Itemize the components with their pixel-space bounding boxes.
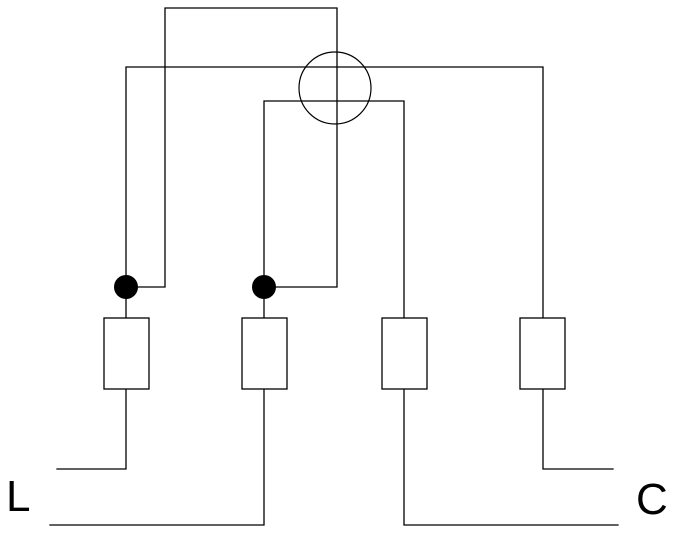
wire-middle-branch xyxy=(263,100,405,319)
lead-resistor-1-to-L xyxy=(56,388,127,470)
ring-symbol xyxy=(298,51,372,125)
resistor-4 xyxy=(519,317,566,390)
resistor-1 xyxy=(103,317,150,390)
junction-dot-right xyxy=(252,275,276,299)
terminal-label-right: C xyxy=(636,475,668,524)
wire-left-branch xyxy=(125,66,544,319)
lead-resistor-4-to-C xyxy=(542,388,614,470)
resistor-2 xyxy=(241,317,288,390)
resistor-3 xyxy=(381,317,428,390)
junction-dot-left xyxy=(114,275,138,299)
lead-resistor-2-to-L xyxy=(49,388,265,526)
wire-top-loop xyxy=(137,7,338,288)
terminal-label-left: L xyxy=(6,472,30,521)
lead-resistor-3-to-C xyxy=(403,388,619,526)
